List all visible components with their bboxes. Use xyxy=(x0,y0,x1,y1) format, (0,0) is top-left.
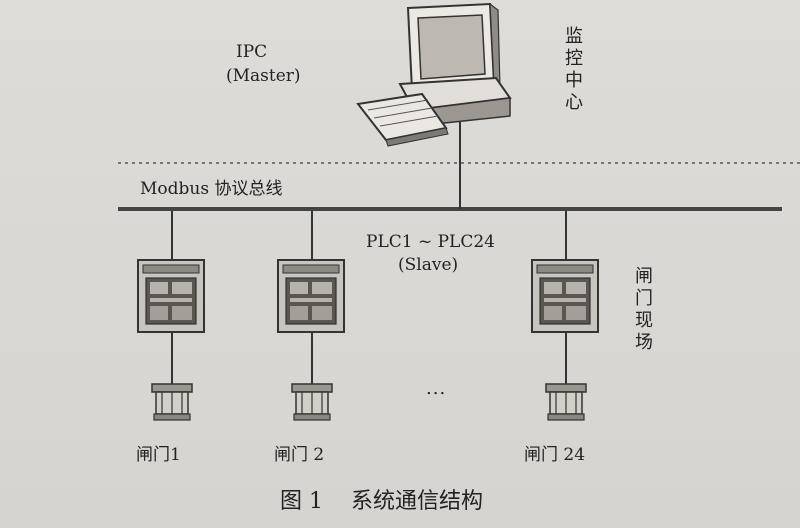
plc-cabinet-icon xyxy=(137,259,205,333)
gate-2-label: 闸门 2 xyxy=(274,445,325,465)
gate-1-label: 闸门1 xyxy=(136,445,181,465)
monitor-center-label: 监控中心 xyxy=(565,26,583,113)
modbus-bus-line xyxy=(118,207,782,211)
figure-caption: 图 1 系统通信结构 xyxy=(280,483,483,515)
gate-field-label: 闸门现场 xyxy=(635,266,653,353)
figure-number: 图 1 xyxy=(280,489,323,514)
gate-icon xyxy=(545,383,587,421)
figure-title: 系统通信结构 xyxy=(351,489,484,514)
plc-cabinet-icon xyxy=(531,259,599,333)
plc-role-label: (Slave) xyxy=(398,255,459,275)
more-gates-ellipsis: ... xyxy=(426,378,447,399)
plc-range-label: PLC1 ~ PLC24 xyxy=(366,232,495,252)
ipc-title: IPC xyxy=(236,42,268,62)
modbus-bus-label: Modbus 协议总线 xyxy=(140,179,283,199)
plc-cabinet-icon xyxy=(277,259,345,333)
gate-icon xyxy=(291,383,333,421)
gate-24-label: 闸门 24 xyxy=(524,445,586,465)
gate-icon xyxy=(151,383,193,421)
ipc-computer-icon xyxy=(356,2,512,147)
ipc-role: (Master) xyxy=(226,66,301,86)
